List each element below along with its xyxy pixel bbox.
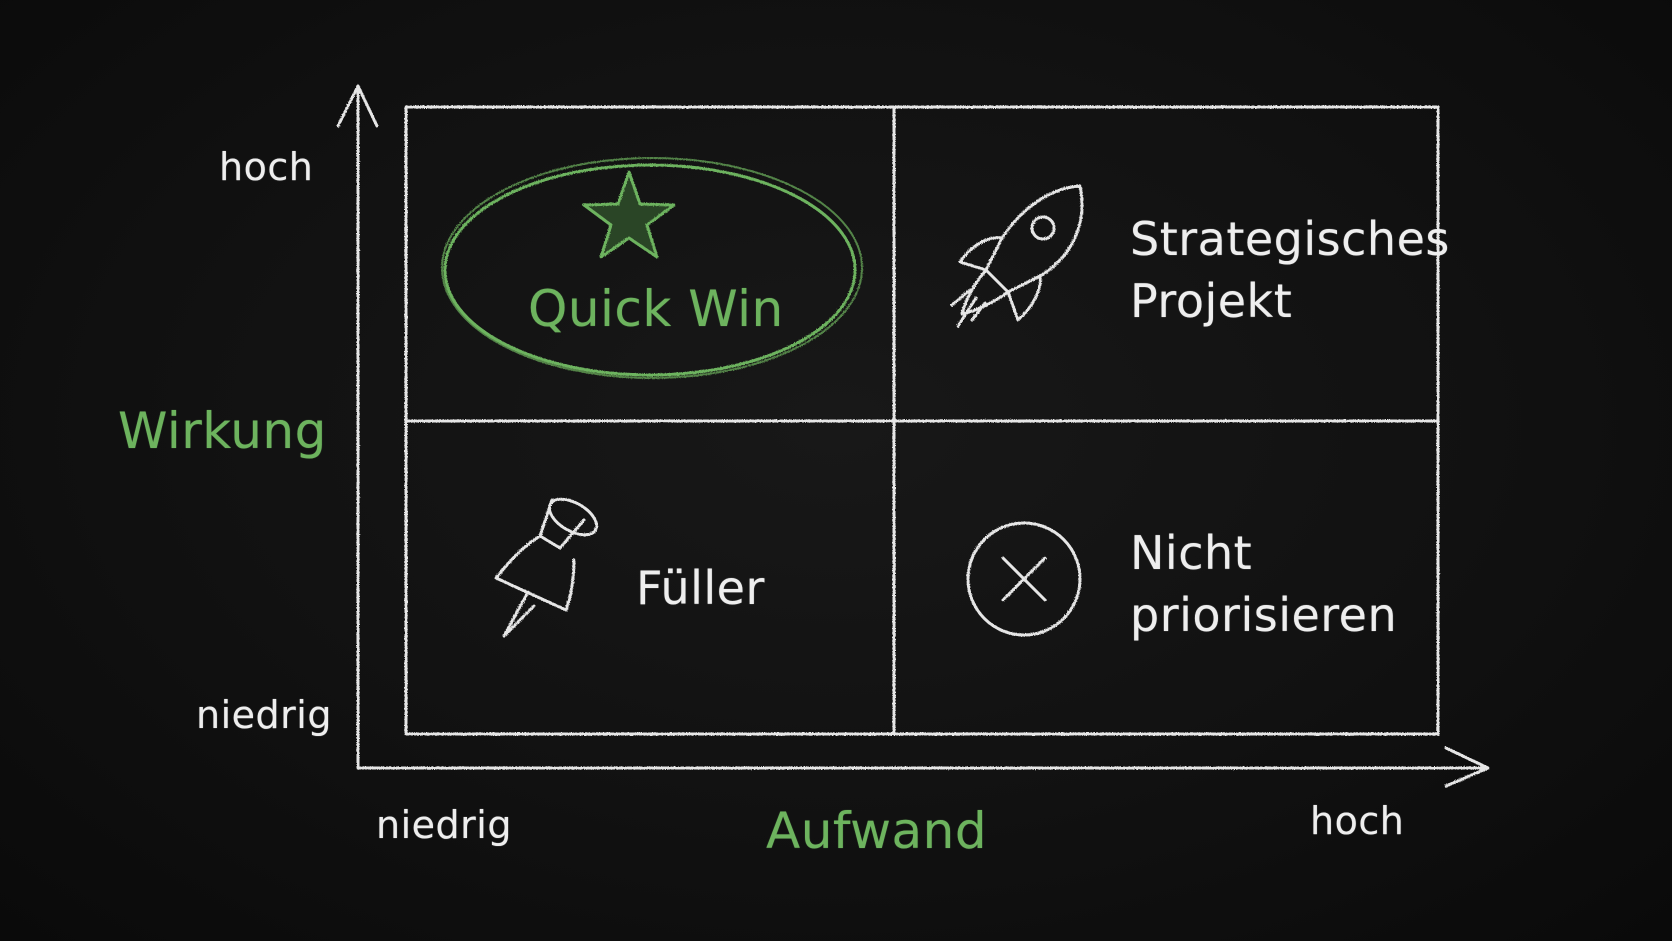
quadrant-filler-label: Füller xyxy=(636,561,765,615)
quadrant-deprioritize-line2: priorisieren xyxy=(1130,588,1398,643)
x-axis-arrowhead xyxy=(1444,746,1490,788)
y-axis-low-label: niedrig xyxy=(196,693,332,737)
quadrant-strategic-line1: Strategisches xyxy=(1130,212,1450,266)
y-axis-high-label: hoch xyxy=(219,145,314,189)
circled-x-icon xyxy=(966,521,1082,637)
quick-win-ellipse xyxy=(443,163,857,377)
x-axis-high-label: hoch xyxy=(1310,799,1405,843)
star-icon xyxy=(582,170,676,259)
x-axis-low-label: niedrig xyxy=(376,803,512,847)
rocket-icon xyxy=(950,184,1084,328)
y-axis-arrowhead xyxy=(336,84,379,128)
quadrant-strategic-label: Strategisches Projekt xyxy=(1130,208,1450,332)
x-axis-title: Aufwand xyxy=(766,802,988,860)
quadrant-quick-win-label: Quick Win xyxy=(528,280,784,338)
quadrant-strategic-line2: Projekt xyxy=(1130,274,1293,329)
quadrant-deprioritize-line1: Nicht xyxy=(1130,526,1253,580)
y-axis-title: Wirkung xyxy=(118,402,327,460)
pushpin-icon xyxy=(494,497,599,638)
quadrant-deprioritize-label: Nicht priorisieren xyxy=(1130,522,1397,646)
